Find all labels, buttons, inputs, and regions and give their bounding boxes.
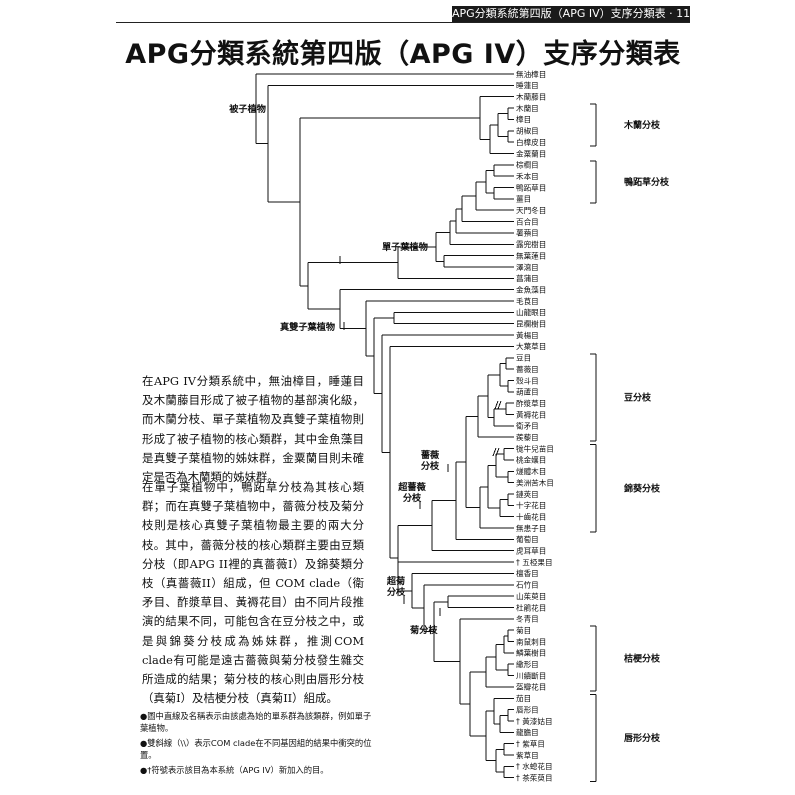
tip-label: 葫蘆目: [516, 387, 539, 397]
clade-label-superrosids: 超薔薇: [397, 481, 426, 493]
page-title: APG分類系統第四版（APG IV）支序分類表: [125, 39, 681, 70]
note-line-meaning: ●圖中直線及名稱表示由該處為始的單系群為該類群，例如單子葉植物。: [140, 711, 372, 734]
tip-label: 鏈莢目: [516, 489, 539, 499]
clade-label-angiosperms: 被子植物: [228, 103, 266, 115]
tip-label: † 紫草目: [516, 738, 545, 748]
tip-label: † 黃漆姑目: [516, 716, 553, 726]
tip-label: 無油樟目: [516, 69, 546, 79]
com-double-slash: [495, 447, 500, 457]
tip-label: 冬青目: [516, 614, 539, 624]
tip-label: 大葉草目: [516, 341, 546, 351]
tip-label: 龍膽目: [516, 727, 539, 737]
tip-label: 南鼠刺目: [516, 636, 546, 646]
tip-label: 黃楊目: [516, 330, 539, 340]
tip-label: 殼斗目: [516, 375, 539, 385]
tip-label: 十齒花目: [516, 511, 546, 521]
group-label-fabids: 豆分枝: [624, 391, 652, 403]
clade-label-monocots: 單子葉植物: [382, 241, 428, 253]
tip-label: 薔薇目: [516, 364, 539, 374]
tip-label: 木蘭藤目: [516, 92, 546, 102]
clade-label-superrosids-2: 分枝: [403, 492, 422, 504]
tip-label: † 五椏果目: [516, 557, 553, 567]
tip-label: 胡椒目: [516, 126, 539, 136]
intro-paragraph-1: 在APG IV分類系統中，無油樟目，睡蓮目及木蘭藤目形成了被子植物的基部演化級，…: [142, 374, 364, 485]
tip-label: 澤瀉目: [516, 262, 539, 272]
tip-label: 棕櫚目: [516, 160, 539, 170]
tip-label: 睡蓮目: [516, 80, 539, 90]
tip-label: 燧體木目: [516, 466, 546, 476]
tip-label: 山龍眼目: [516, 307, 546, 317]
tip-label: 黃褥花目: [516, 409, 546, 419]
tip-label: 川續斷目: [516, 670, 546, 680]
tip-label: 無患子目: [516, 523, 546, 533]
group-label-campanulids: 桔梗分枝: [624, 653, 661, 665]
tip-label: 天門冬目: [516, 205, 546, 215]
clade-label-rosids-2: 分枝: [421, 460, 440, 472]
tip-label: 菊目: [516, 625, 531, 635]
tip-label: 菖蒲目: [516, 273, 539, 283]
clade-label-superasterids: 超菊: [386, 575, 405, 587]
tip-label: 樟目: [516, 114, 531, 124]
tip-label: † 茶茱萸目: [516, 773, 553, 783]
tip-label: 美洲苦木目: [516, 477, 554, 487]
clade-label-superasterids-2: 分枝: [387, 586, 406, 598]
note-dagger: ●†符號表示該目為本系統（APG IV）新加入的目。: [140, 764, 329, 775]
group-label-malvids: 錦葵分枝: [623, 482, 661, 494]
tip-label: 唇形目: [516, 705, 539, 714]
com-double-slash: [497, 400, 502, 410]
tip-label: 檀香目: [516, 568, 539, 578]
tip-label: 鴨跖草目: [516, 182, 546, 192]
tip-label: 盔瓣花目: [516, 682, 546, 692]
tip-label: 桃金孃目: [516, 455, 546, 465]
tip-label: 山茱萸目: [516, 591, 546, 601]
note-double-slash: ●雙斜線（\\）表示COM clade在不同基因組的結果中衝突的位置。: [140, 737, 372, 761]
tip-label: 蒺藜目: [516, 432, 539, 442]
tip-label: 薯蕷目: [516, 228, 539, 238]
tip-label: 金魚藻目: [516, 284, 546, 294]
tip-label: † 水螅花目: [516, 761, 553, 771]
tip-label: 薑目: [516, 194, 531, 204]
tip-label: 繖形目: [516, 659, 539, 669]
tip-label: 毛茛目: [516, 296, 539, 306]
tip-label: 無葉蓮目: [516, 250, 546, 260]
clade-label-rosids: 薔薇: [421, 449, 440, 461]
group-label-lamiids: 唇形分枝: [624, 732, 661, 744]
tip-label: 酢漿草目: [516, 398, 546, 408]
tip-label: 昆欄樹目: [516, 319, 546, 329]
clade-label-eudicots: 真雙子葉植物: [280, 321, 335, 333]
header-rule: [116, 22, 690, 23]
tip-label: 茄目: [516, 693, 531, 703]
running-header: APG分類系統第四版（APG IV）支序分類表 · 11: [452, 7, 691, 20]
com-double-slash: [492, 447, 497, 457]
tip-label: 杜鵑花目: [516, 602, 546, 612]
tip-label: 葡萄目: [516, 534, 539, 544]
tip-label: 虎耳草目: [516, 546, 546, 556]
group-label-magnoliids: 木蘭分枝: [623, 119, 661, 131]
header-bar: [452, 6, 690, 22]
tip-label: 石竹目: [516, 580, 539, 590]
com-double-slash: [494, 400, 499, 410]
clade-label-asterids: 菊分枝: [409, 624, 438, 636]
tip-label: 鱗葉樹目: [516, 648, 546, 658]
tip-label: 十字花目: [516, 500, 546, 510]
tip-label: 白樟皮目: [516, 137, 546, 147]
tip-label: 百合目: [516, 216, 539, 226]
tip-label: 金粟蘭目: [516, 148, 546, 158]
tip-label: 露兜樹目: [516, 239, 546, 249]
group-label-commelinids: 鴨跖草分枝: [624, 176, 670, 188]
intro-paragraph-2: 在單子葉植物中，鴨跖草分枝為其核心類群；而在真雙子葉植物中，薔薇分枝及菊分枝則是…: [142, 480, 364, 706]
legend-notes: ●圖中直線及名稱表示由該處為始的單系群為該類群，例如單子葉植物。 ●雙斜線（\\…: [140, 710, 372, 778]
tip-label: 紫草目: [516, 750, 539, 760]
tip-label: 牻牛兒苗目: [516, 443, 554, 453]
tip-label: 禾本目: [516, 171, 539, 181]
tip-label: 豆目: [516, 354, 531, 363]
tip-label: 木蘭目: [516, 103, 539, 113]
tip-label: 衛矛目: [516, 421, 539, 431]
